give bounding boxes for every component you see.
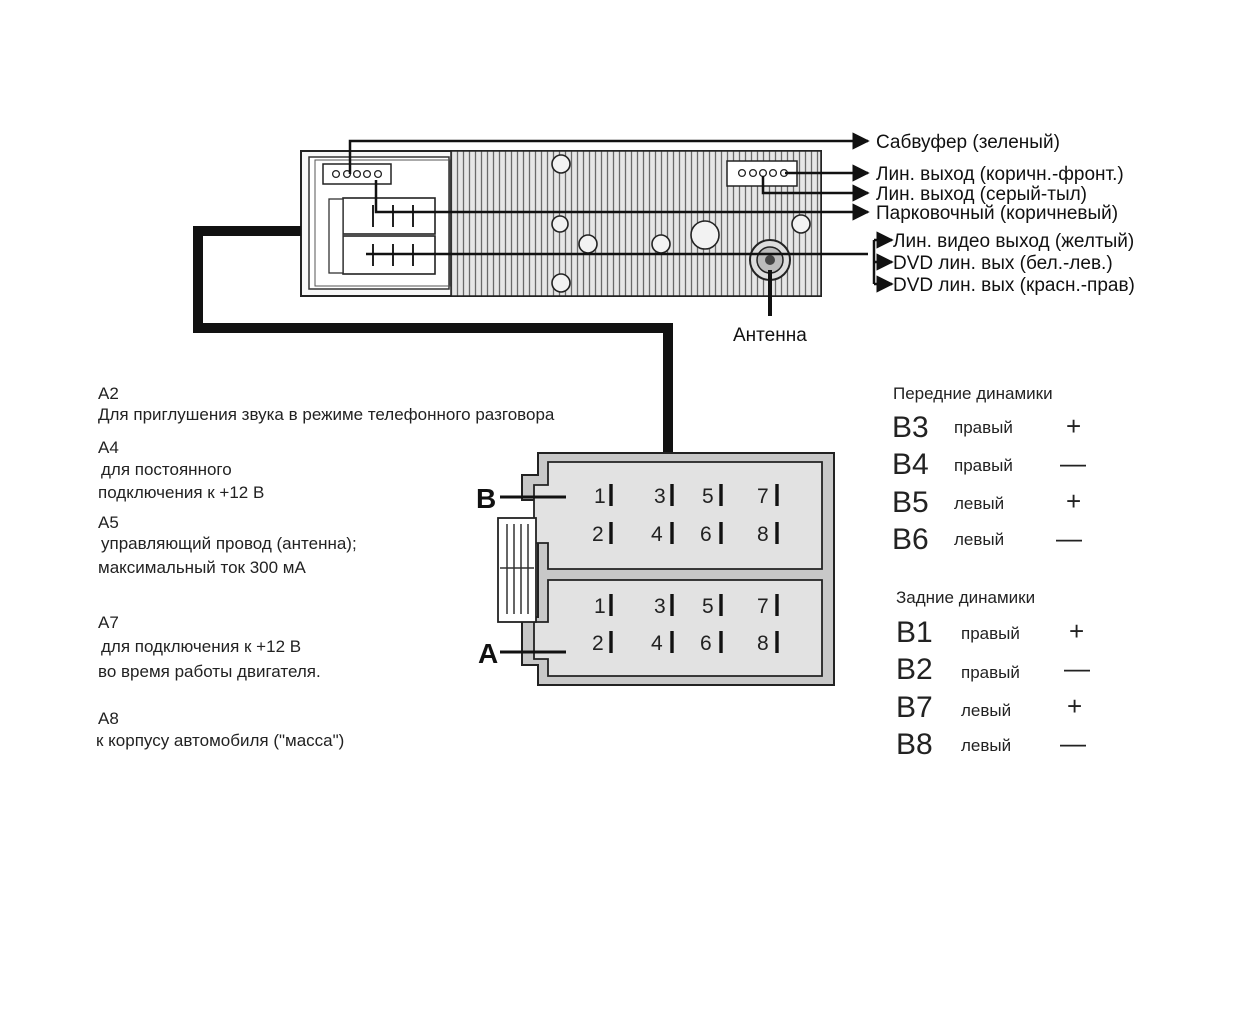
iso-connector: 1 3 5 7 2 4 6 8 1 3 5 7 2 4 6 8 B A xyxy=(476,452,835,686)
front-row-polarity: + xyxy=(1066,486,1081,516)
front-row-polarity: — xyxy=(1056,523,1082,553)
front-row-side: правый xyxy=(954,456,1013,475)
a8-code: A8 xyxy=(98,709,119,728)
a7-line-2: во время работы двигателя. xyxy=(98,662,321,681)
rear-row-polarity: + xyxy=(1067,691,1082,721)
output-label-subwoofer: Сабвуфер (зеленый) xyxy=(876,132,1060,153)
output-label-parking: Парковочный (коричневый) xyxy=(876,203,1118,224)
rear-speakers-table: Задние динамики B1 правый + B2 правый — … xyxy=(896,588,1090,761)
front-row-code: B6 xyxy=(892,523,929,556)
pin-a-8: 8 xyxy=(757,632,769,655)
output-label-line-rear: Лин. выход (серый-тыл) xyxy=(876,184,1087,205)
front-row-side: левый xyxy=(954,530,1004,549)
pin-b-4: 4 xyxy=(651,523,663,546)
block-b-label: B xyxy=(476,483,496,514)
front-row-code: B5 xyxy=(892,486,929,519)
front-speakers-title: Передние динамики xyxy=(893,384,1053,403)
output-label-dvd-left: DVD лин. вых (бел.-лев.) xyxy=(893,253,1113,274)
a2-line-1: Для приглушения звука в режиме телефонно… xyxy=(98,405,555,424)
output-labels: Сабвуфер (зеленый) Лин. выход (коричн.-ф… xyxy=(733,132,1135,346)
front-row-polarity: + xyxy=(1066,411,1081,441)
a8-line-1: к корпусу автомобиля ("масса") xyxy=(96,731,344,750)
pin-a-2: 2 xyxy=(592,632,604,655)
head-unit-rear-panel xyxy=(300,150,822,297)
a5-code: A5 xyxy=(98,513,119,532)
a7-line-1: для подключения к +12 В xyxy=(101,637,301,656)
front-speakers-table: Передние динамики B3 правый + B4 правый … xyxy=(892,384,1086,556)
rear-row-code: B7 xyxy=(896,691,933,724)
rear-row-code: B2 xyxy=(896,653,933,686)
rear-row-code: B1 xyxy=(896,616,933,649)
output-leader-lines xyxy=(348,132,894,316)
output-label-dvd-right: DVD лин. вых (красн.-прав) xyxy=(893,275,1135,296)
a-pin-descriptions: A2 Для приглушения звука в режиме телефо… xyxy=(96,384,555,750)
pin-b-5: 5 xyxy=(702,485,714,508)
rear-row-side: левый xyxy=(961,701,1011,720)
front-row-polarity: — xyxy=(1060,448,1086,478)
pin-b-6: 6 xyxy=(700,523,712,546)
rear-row-side: левый xyxy=(961,736,1011,755)
rear-row-polarity: — xyxy=(1060,728,1086,758)
a5-line-1: управляющий провод (антенна); xyxy=(101,534,357,553)
pin-a-5: 5 xyxy=(702,595,714,618)
rear-row-code: B8 xyxy=(896,728,933,761)
front-row-code: B4 xyxy=(892,448,929,481)
pin-b-8: 8 xyxy=(757,523,769,546)
front-row-code: B3 xyxy=(892,411,929,444)
front-row-side: левый xyxy=(954,494,1004,513)
pin-a-7: 7 xyxy=(757,595,769,618)
pin-b-7: 7 xyxy=(757,485,769,508)
block-a-label: A xyxy=(478,638,498,669)
rear-row-side: правый xyxy=(961,663,1020,682)
front-row-side: правый xyxy=(954,418,1013,437)
rear-speakers-title: Задние динамики xyxy=(896,588,1035,607)
pin-b-1: 1 xyxy=(594,485,606,508)
pin-a-6: 6 xyxy=(700,632,712,655)
a4-line-2: подключения к +12 В xyxy=(98,483,264,502)
pin-a-4: 4 xyxy=(651,632,663,655)
a2-code: A2 xyxy=(98,384,119,403)
pin-a-3: 3 xyxy=(654,595,666,618)
output-label-video-out: Лин. видео выход (желтый) xyxy=(893,231,1134,252)
a5-line-2: максимальный ток 300 мА xyxy=(98,558,306,577)
pin-b-2: 2 xyxy=(592,523,604,546)
rear-row-side: правый xyxy=(961,624,1020,643)
output-label-line-front: Лин. выход (коричн.-фронт.) xyxy=(876,164,1124,185)
a4-line-1: для постоянного xyxy=(101,460,232,479)
antenna-label: Антенна xyxy=(733,325,807,346)
a7-code: A7 xyxy=(98,613,119,632)
pin-a-1: 1 xyxy=(594,595,606,618)
harness-cable xyxy=(193,226,673,455)
a4-code: A4 xyxy=(98,438,119,457)
rear-row-polarity: + xyxy=(1069,616,1084,646)
pin-b-3: 3 xyxy=(654,485,666,508)
rear-row-polarity: — xyxy=(1064,653,1090,683)
